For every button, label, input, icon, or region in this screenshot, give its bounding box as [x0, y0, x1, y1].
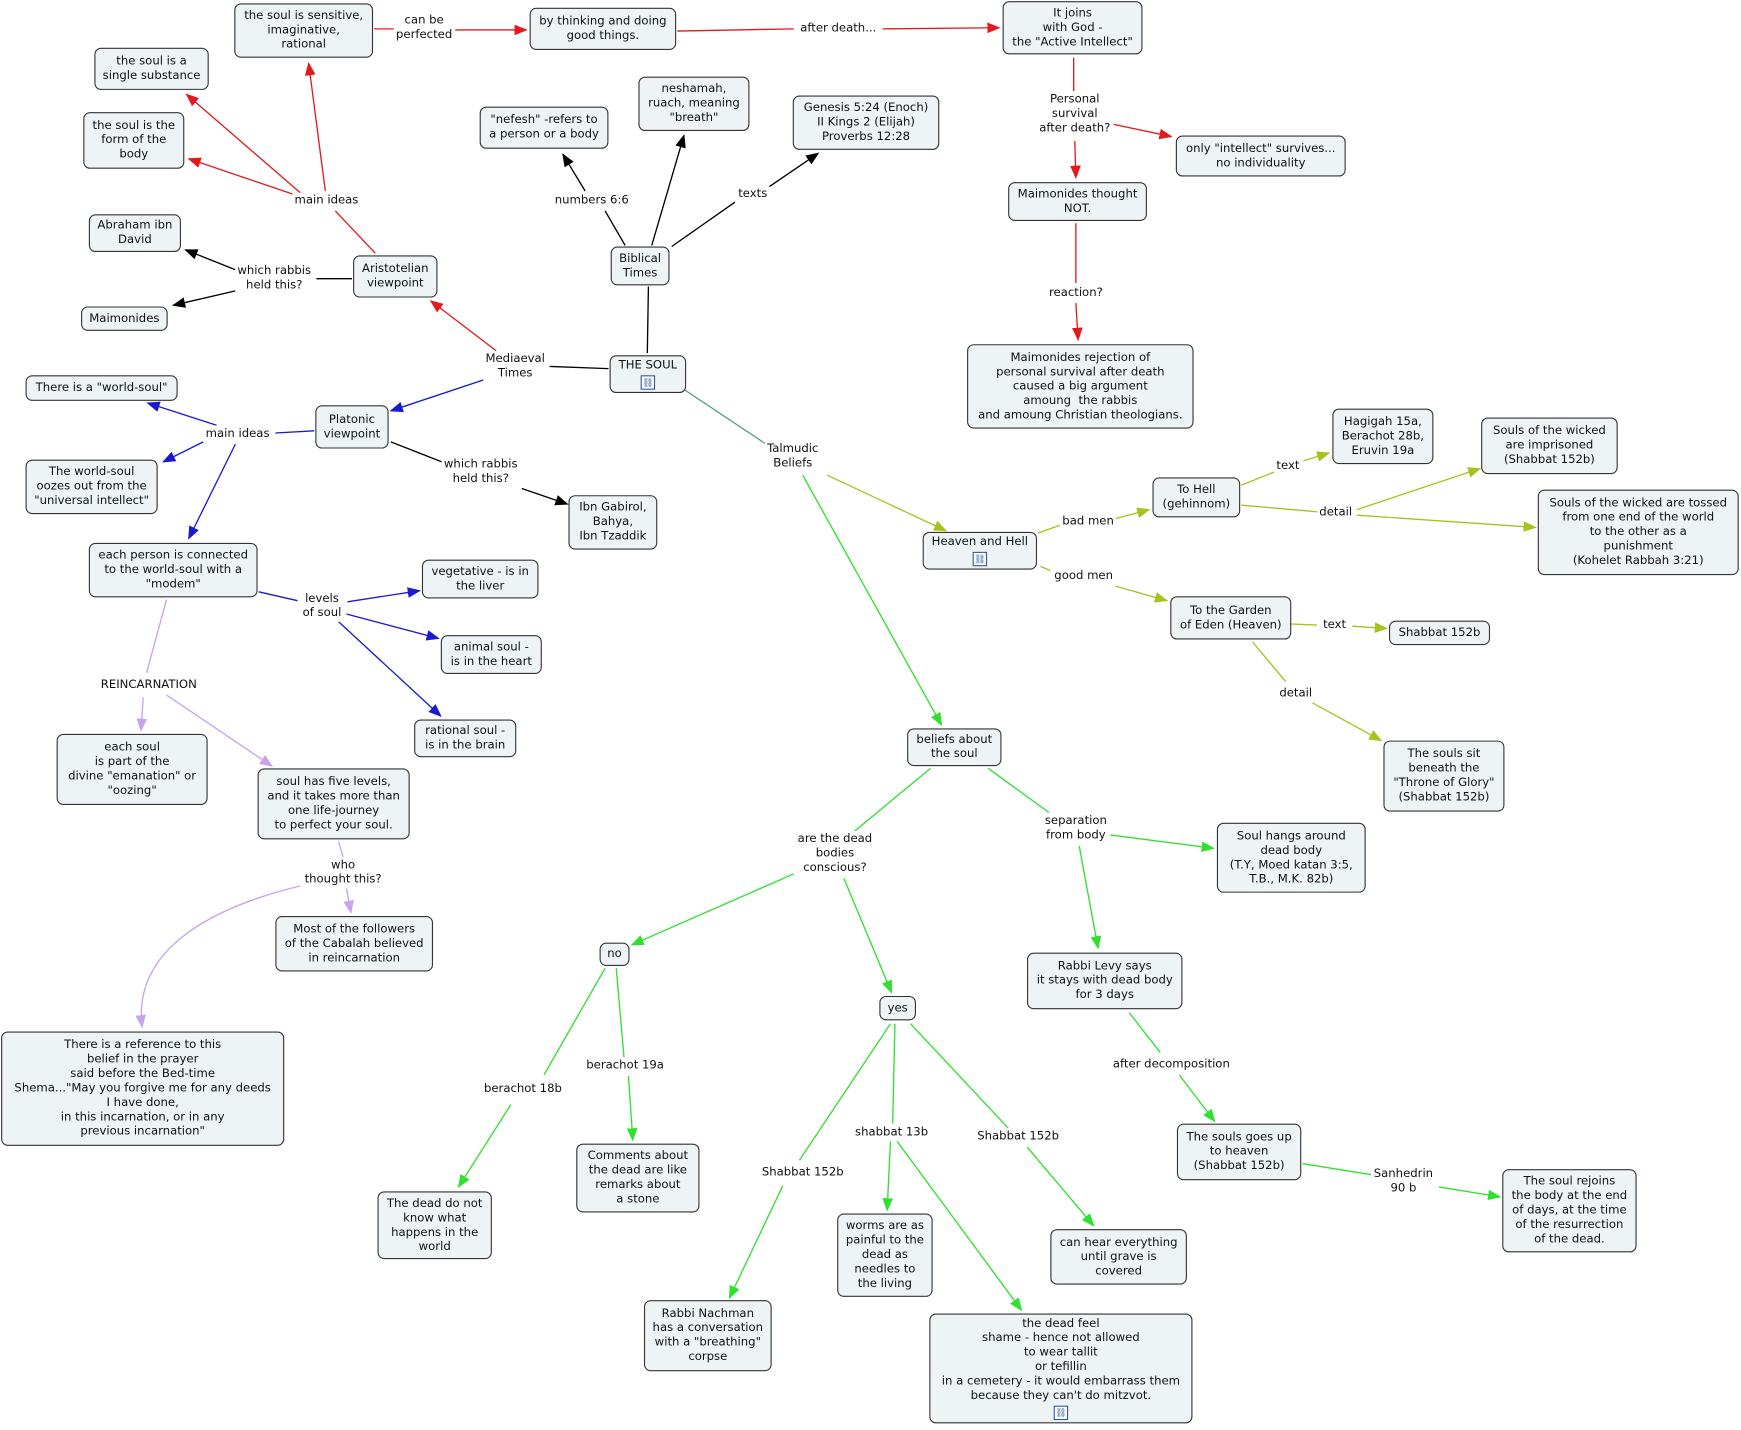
- concept-soul-hangs-around[interactable]: Soul hangs around dead body (T.Y, Moed k…: [1216, 822, 1366, 893]
- concept-maimonides[interactable]: Maimonides: [81, 306, 168, 331]
- link-label: which rabbis held this?: [441, 456, 520, 488]
- concept-wicked-imprisoned[interactable]: Souls of the wicked are imprisoned (Shab…: [1481, 417, 1618, 475]
- concept-thinking-doing[interactable]: by thinking and doing good things.: [529, 7, 677, 50]
- concept-bedtime-shema[interactable]: There is a reference to this belief in t…: [1, 1031, 285, 1146]
- black-links: [171, 134, 820, 506]
- concept-soul-rejoins[interactable]: The soul rejoins the body at the end of …: [1502, 1169, 1637, 1253]
- concept-worms[interactable]: worms are as painful to the dead as need…: [837, 1213, 933, 1297]
- concept-beliefs-about-soul[interactable]: beliefs about the soul: [907, 728, 1002, 767]
- concept-remarks-about-stone[interactable]: Comments about the dead are like remarks…: [576, 1143, 700, 1213]
- concept-heaven-and-hell[interactable]: Heaven and Hell ⛓: [922, 531, 1038, 570]
- concept-throne-of-glory[interactable]: The souls sit beneath the "Throne of Glo…: [1383, 740, 1505, 812]
- link-label: texts: [736, 185, 770, 203]
- link-label: main ideas: [292, 192, 361, 210]
- link-label: Sanhedrin 90 b: [1371, 1165, 1436, 1197]
- concept-cabalah-followers[interactable]: Most of the followers of the Cabalah bel…: [275, 915, 434, 972]
- concept-can-hear[interactable]: can hear everything until grave is cover…: [1050, 1229, 1187, 1285]
- link-label: bad men: [1060, 513, 1117, 531]
- concept-no[interactable]: no: [599, 942, 630, 966]
- concept-ibn-gabirol[interactable]: Ibn Gabirol, Bahya, Ibn Tzaddik: [568, 495, 658, 550]
- link-label: shabbat 13b: [852, 1124, 931, 1141]
- link-label: Personal survival after death?: [1036, 91, 1113, 138]
- concept-aristotelian[interactable]: Aristotelian viewpoint: [353, 255, 438, 298]
- link-label: numbers 6:6: [552, 192, 632, 210]
- submap-link-icon[interactable]: ⛓: [640, 375, 656, 390]
- concept-world-soul-oozes[interactable]: The world-soul oozes out from the "unive…: [25, 459, 158, 515]
- link-label: after death...: [798, 20, 879, 38]
- concept-five-levels[interactable]: soul has five levels, and it takes more …: [257, 768, 410, 840]
- concept-divine-emanation[interactable]: each soul is part of the divine "emanati…: [56, 733, 208, 805]
- link-label: reaction?: [1046, 284, 1105, 302]
- concept-soul-sensitive[interactable]: the soul is sensitive, imaginative, rati…: [234, 3, 374, 58]
- link-label: main ideas: [203, 425, 272, 443]
- link-label: detail: [1277, 685, 1315, 703]
- link-label: Shabbat 152b: [759, 1164, 846, 1181]
- link-label: text: [1320, 616, 1349, 634]
- concept-yes[interactable]: yes: [879, 995, 916, 1021]
- link-label: which rabbis held this?: [235, 263, 314, 295]
- link-label: REINCARNATION: [98, 676, 200, 694]
- link-label: separation from body: [1042, 812, 1110, 844]
- teal-olive-links: [679, 385, 1537, 742]
- link-label: are the dead bodies conscious?: [795, 831, 875, 877]
- link-label: levels of soul: [300, 590, 344, 622]
- concept-animal-soul[interactable]: animal soul - is in the heart: [440, 635, 542, 674]
- concept-maimonides-rejection[interactable]: Maimonides rejection of personal surviva…: [967, 344, 1194, 429]
- concept-biblical-times[interactable]: Biblical Times: [610, 246, 670, 286]
- concept-world-soul[interactable]: There is a "world-soul": [25, 375, 178, 401]
- link-label: can be perfected: [393, 12, 455, 44]
- concept-nefesh[interactable]: "nefesh" -refers to a person or a body: [479, 106, 609, 149]
- concept-form-of-body[interactable]: the soul is the form of the body: [83, 112, 185, 169]
- link-label: after decomposition: [1110, 1056, 1233, 1074]
- concept-dead-do-not-know[interactable]: The dead do not know what happens in the…: [377, 1191, 492, 1260]
- concept-to-hell[interactable]: To Hell (gehinnom): [1152, 477, 1241, 518]
- concept-rational-soul[interactable]: rational soul - is in the brain: [414, 719, 517, 758]
- link-label: Mediaeval Times: [483, 350, 548, 382]
- green-links: [457, 474, 1502, 1312]
- link-label: text: [1274, 457, 1302, 475]
- link-label: who thought this?: [302, 857, 384, 889]
- submap-link-icon[interactable]: ⛓: [972, 551, 988, 567]
- concept-neshamah[interactable]: neshamah, ruach, meaning "breath": [638, 76, 750, 132]
- link-label: Talmudic Beliefs: [764, 440, 821, 472]
- concept-platonic[interactable]: Platonic viewpoint: [315, 405, 389, 449]
- concept-label: THE SOUL: [618, 358, 678, 372]
- concept-rabbi-levy[interactable]: Rabbi Levy says it stays with dead body …: [1027, 952, 1183, 1010]
- submap-link-icon[interactable]: ⛓: [1053, 1405, 1069, 1421]
- concept-dead-feel-shame[interactable]: the dead feel shame - hence not allowed …: [929, 1313, 1193, 1424]
- concept-garden-of-eden[interactable]: To the Garden of Eden (Heaven): [1170, 596, 1292, 640]
- concept-wicked-tossed[interactable]: Souls of the wicked are tossed from one …: [1537, 489, 1739, 576]
- concept-maimonides-not[interactable]: Maimonides thought NOT.: [1008, 182, 1147, 221]
- concept-souls-go-up[interactable]: The souls goes up to heaven (Shabbat 152…: [1176, 1123, 1302, 1181]
- concept-shabbat-152b[interactable]: Shabbat 152b: [1388, 620, 1491, 646]
- concept-joins-god[interactable]: It joins with God - the "Active Intellec…: [1002, 1, 1143, 55]
- concept-only-intellect[interactable]: only "intellect" survives... no individu…: [1175, 135, 1346, 177]
- concept-label: the dead feel shame - hence not allowed …: [941, 1316, 1180, 1403]
- concept-the-soul[interactable]: THE SOUL ⛓: [609, 355, 687, 394]
- link-label: good men: [1052, 567, 1116, 585]
- blue-links: [146, 379, 485, 718]
- concept-texts-genesis[interactable]: Genesis 5:24 (Enoch) II Kings 2 (Elijah)…: [792, 95, 940, 150]
- concept-modem[interactable]: each person is connected to the world-so…: [88, 542, 258, 598]
- concept-label: Heaven and Hell: [931, 535, 1028, 549]
- link-label: berachot 19a: [584, 1057, 667, 1075]
- concept-single-substance[interactable]: the soul is a single substance: [94, 47, 209, 90]
- concept-hagigah[interactable]: Hagigah 15a, Berachot 28b, Eruvin 19a: [1332, 408, 1434, 465]
- concept-abraham-ibn-david[interactable]: Abraham ibn David: [88, 214, 181, 253]
- concept-vegetative[interactable]: vegetative - is in the liver: [421, 559, 539, 599]
- link-label: berachot 18b: [481, 1080, 565, 1098]
- link-label: Shabbat 152b: [975, 1128, 1062, 1146]
- red-links: [185, 22, 1173, 352]
- purple-links: [135, 599, 354, 1029]
- concept-rabbi-nachman[interactable]: Rabbi Nachman has a conversation with a …: [643, 1300, 772, 1372]
- link-label: detail: [1317, 504, 1355, 522]
